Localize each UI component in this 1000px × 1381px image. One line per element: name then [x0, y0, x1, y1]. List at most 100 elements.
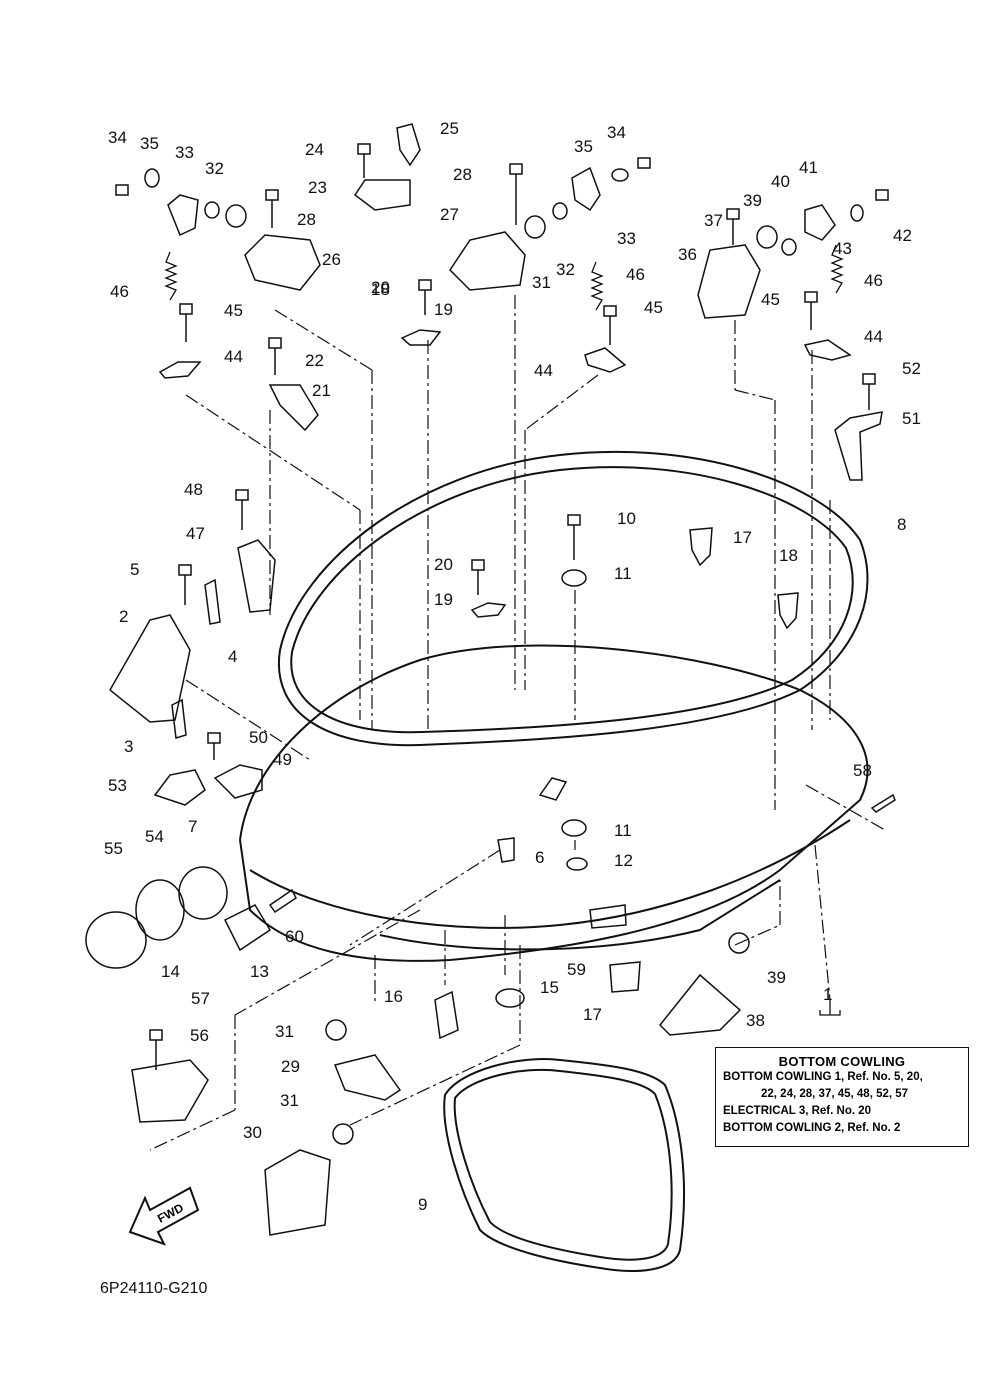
- boot-13: [223, 904, 272, 952]
- callout-43: 43: [833, 239, 852, 258]
- clip-17-right: [609, 961, 641, 993]
- callout-18: 18: [779, 546, 798, 565]
- gasket-9: [443, 1058, 686, 1272]
- bolt-20: [418, 279, 432, 291]
- callout-6: 6: [535, 848, 544, 867]
- callout-46: 46: [864, 271, 883, 290]
- label-60: [268, 888, 297, 914]
- leader-line: [185, 679, 311, 761]
- callout-17: 17: [583, 1005, 602, 1024]
- grommet-31-left: [225, 204, 247, 228]
- grommet-31-bottom: [332, 1123, 354, 1145]
- callout-27: 27: [440, 205, 459, 224]
- leader-line: [274, 309, 373, 371]
- callout-17: 17: [733, 528, 752, 547]
- clip-33-right: [571, 166, 601, 212]
- bolt-45-mid: [603, 305, 617, 317]
- callout-11: 11: [614, 821, 632, 840]
- callout-40: 40: [771, 172, 790, 191]
- callout-42: 42: [893, 226, 912, 245]
- seal-ring-8: [277, 450, 869, 747]
- spring-46-right: [830, 244, 844, 294]
- holder-26: [244, 234, 321, 291]
- clip-53: [153, 769, 206, 806]
- callout-52: 52: [902, 359, 921, 378]
- label-59: [589, 904, 627, 929]
- grommet-15: [495, 988, 525, 1008]
- callout-59: 59: [567, 960, 586, 979]
- callout-22: 22: [305, 351, 324, 370]
- callout-11: 11: [614, 564, 632, 583]
- callout-2: 2: [119, 607, 128, 626]
- callout-numbers: 1234567891011111213141516171718181919202…: [104, 119, 921, 1214]
- callout-31: 31: [275, 1022, 294, 1041]
- callout-57: 57: [191, 989, 210, 1008]
- grommet-54: [135, 879, 185, 941]
- bolt-28: [509, 163, 523, 175]
- lever-2: [109, 614, 191, 723]
- callout-28: 28: [297, 210, 316, 229]
- plug-18-top: [689, 527, 713, 567]
- label-58: [870, 793, 896, 813]
- callout-18: 18: [371, 280, 390, 299]
- callout-13: 13: [250, 962, 269, 981]
- callout-35: 35: [574, 137, 593, 156]
- callout-55: 55: [104, 839, 123, 858]
- holder-30: [264, 1149, 331, 1236]
- callout-33: 33: [175, 143, 194, 162]
- callout-58: 58: [853, 761, 872, 780]
- bracket-23: [353, 179, 411, 211]
- callout-44: 44: [224, 347, 243, 366]
- grommet-11-bottom: [561, 819, 587, 837]
- plate-44-left: [158, 361, 202, 379]
- callout-44: 44: [534, 361, 553, 380]
- callout-10: 10: [617, 509, 636, 528]
- callout-46: 46: [626, 265, 645, 284]
- callout-3: 3: [124, 737, 133, 756]
- callout-54: 54: [145, 827, 164, 846]
- callout-30: 30: [243, 1123, 262, 1142]
- callout-33: 33: [617, 229, 636, 248]
- legend-line: 22, 24, 28, 37, 45, 48, 52, 57: [761, 1088, 909, 1100]
- bolt-48: [235, 489, 249, 501]
- grommet-11-top: [561, 569, 587, 587]
- callout-39: 39: [767, 968, 786, 987]
- lever-25: [396, 123, 421, 167]
- grommet-39-lower: [728, 932, 750, 954]
- washer-35-left: [144, 168, 160, 188]
- bottom-cowling-body: [238, 644, 869, 962]
- callout-14: 14: [161, 962, 180, 981]
- callout-47: 47: [186, 524, 205, 543]
- leader-line: [234, 909, 421, 1016]
- callout-24: 24: [305, 140, 324, 159]
- leader-line: [349, 849, 501, 946]
- plate-44-mid: [584, 347, 627, 373]
- callout-23: 23: [308, 178, 327, 197]
- clip-41: [804, 204, 836, 241]
- grommet-31-mid: [524, 215, 546, 239]
- bolt-24: [357, 143, 371, 155]
- leader-line: [149, 1109, 236, 1151]
- bracket-51: [834, 411, 883, 481]
- spring-washer-32-left: [204, 201, 220, 219]
- clip-33-left: [167, 194, 199, 237]
- callout-12: 12: [614, 851, 633, 870]
- leader-line: [814, 844, 831, 1001]
- holder-29: [333, 1054, 402, 1101]
- bolt-20-mid: [471, 559, 485, 571]
- callout-29: 29: [281, 1057, 300, 1076]
- bolt-34-right: [637, 157, 651, 169]
- callout-21: 21: [312, 381, 331, 400]
- legend-line: BOTTOM COWLING 1, Ref. No. 5, 20,: [723, 1071, 923, 1083]
- callout-38: 38: [746, 1011, 765, 1030]
- legend-title: BOTTOM COWLING: [778, 1054, 906, 1069]
- lever-21: [268, 384, 319, 432]
- leader-line: [524, 374, 599, 431]
- bolt-57: [149, 1029, 163, 1041]
- callout-50: 50: [249, 728, 268, 747]
- callout-5: 5: [130, 560, 139, 579]
- callout-45: 45: [224, 301, 243, 320]
- pin-4: [204, 578, 221, 625]
- grommet-39: [756, 225, 778, 249]
- leader-line: [185, 394, 361, 511]
